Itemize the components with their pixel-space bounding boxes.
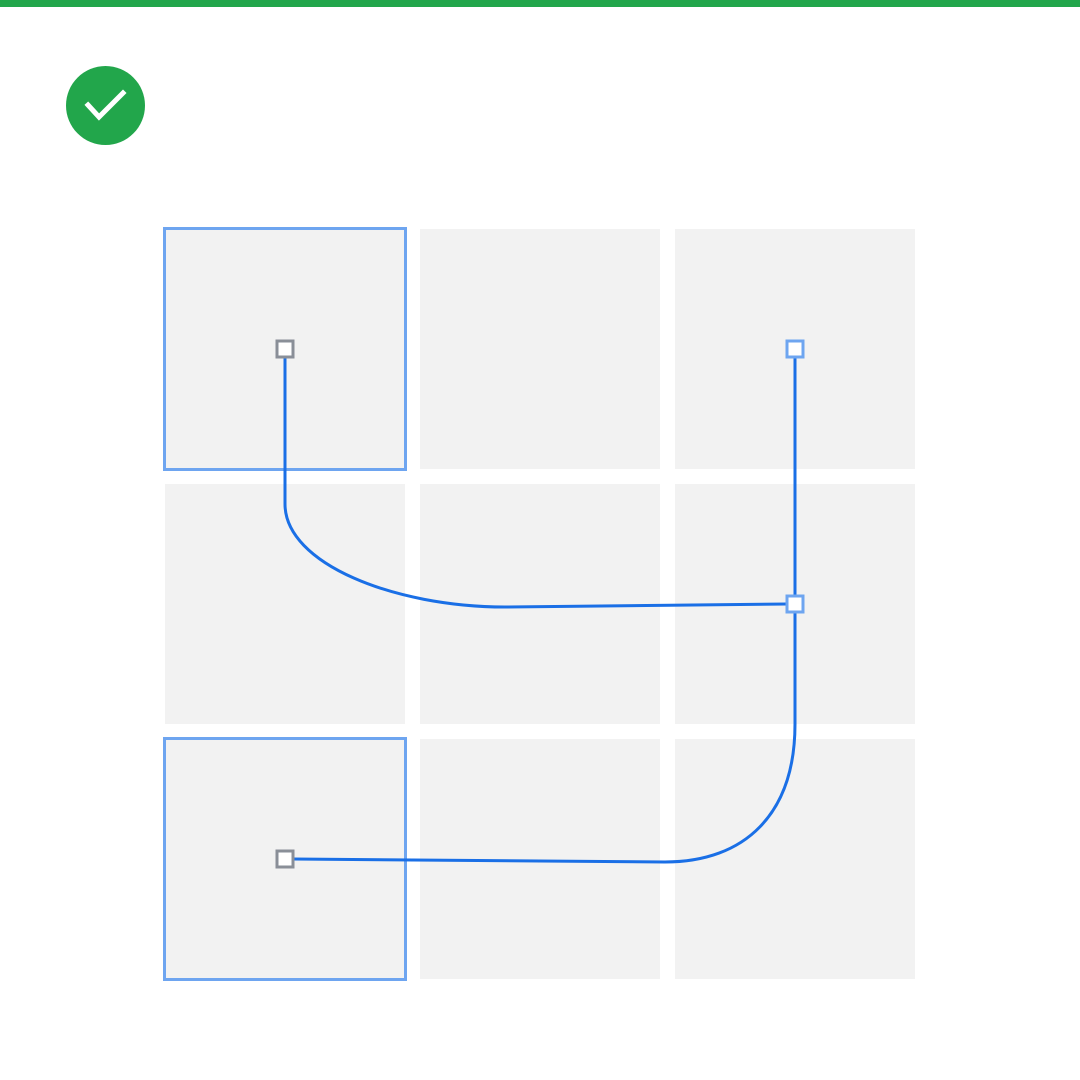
connector-line	[283, 355, 789, 609]
checkmark-icon	[84, 89, 127, 121]
top-accent-bar	[0, 0, 1080, 7]
connection-handle[interactable]	[275, 339, 295, 359]
grid-cell[interactable]	[675, 739, 915, 979]
grid-cell[interactable]	[420, 229, 660, 469]
connection-handle[interactable]	[785, 594, 805, 614]
connection-handle[interactable]	[275, 849, 295, 869]
check-circle-icon	[66, 66, 145, 145]
connector-line	[291, 355, 797, 864]
connection-handle[interactable]	[785, 339, 805, 359]
grid-cell[interactable]	[165, 484, 405, 724]
